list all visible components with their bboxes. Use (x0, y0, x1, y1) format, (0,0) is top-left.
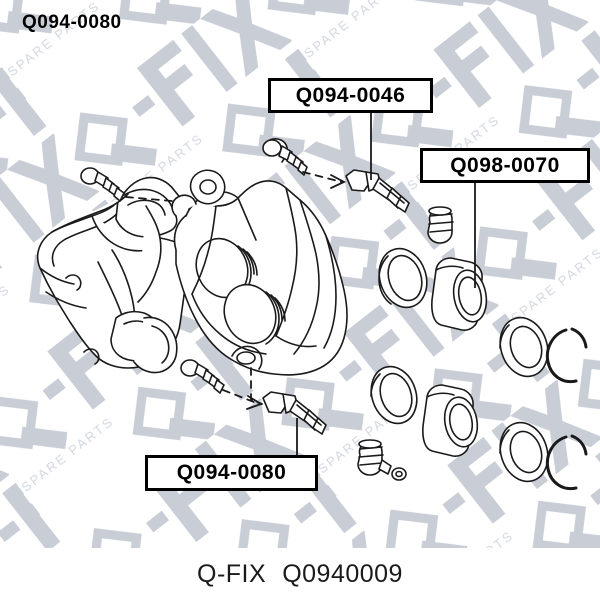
footer-brand: Q-FIX (197, 559, 267, 588)
footer-part-code: Q0940009 (282, 559, 403, 588)
footer-bar: Q-FIX Q0940009 (0, 548, 600, 600)
callout-label-q098-0070: Q098-0070 (420, 148, 590, 183)
page-title: Q094-0080 (22, 12, 122, 33)
callout-label-q094-0046: Q094-0046 (268, 78, 433, 113)
callout-label-q094-0080: Q094-0080 (145, 455, 318, 491)
